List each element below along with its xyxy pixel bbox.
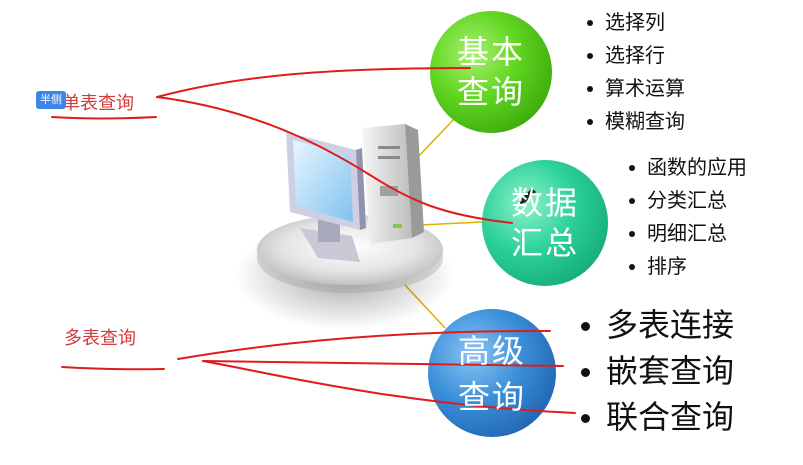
list-item: 联合查询: [578, 394, 734, 440]
basic-query-circle: [430, 11, 552, 133]
data-summary-label-line1: 数据: [510, 184, 579, 222]
list-item: 明细汇总: [627, 217, 747, 250]
basic-query-label: 基本 查询: [441, 32, 541, 112]
basic-query-label-line1: 基本: [456, 33, 525, 71]
single-table-query-annotation: 单表查询: [62, 93, 134, 114]
list-item: 分类汇总: [627, 184, 747, 217]
list-item: 选择列: [585, 6, 685, 39]
advanced-query-list: 多表连接 嵌套查询 联合查询: [578, 302, 734, 440]
multi-table-query-annotation: 多表查询: [64, 328, 136, 349]
list-item: 多表连接: [578, 302, 734, 348]
computer-icon: [235, 124, 455, 330]
ink-annotations: [51, 67, 576, 414]
tag-badge: 半侧: [36, 91, 66, 109]
list-item: 算术运算: [585, 72, 685, 105]
advanced-query-label-line1: 高级: [457, 332, 526, 370]
pen-cursor-icon: [518, 188, 536, 205]
data-summary-list: 函数的应用 分类汇总 明细汇总 排序: [627, 151, 747, 283]
basic-query-label-line2: 查询: [456, 73, 525, 111]
list-item: 选择行: [585, 39, 685, 72]
basic-query-list: 选择列 选择行 算术运算 模糊查询: [585, 6, 685, 138]
list-item: 嵌套查询: [578, 348, 734, 394]
node-circles: [428, 11, 608, 437]
list-item: 排序: [627, 250, 747, 283]
data-summary-circle: [482, 160, 608, 286]
advanced-query-label-line2: 查询: [457, 378, 526, 416]
data-summary-label-line2: 汇总: [510, 224, 579, 262]
data-summary-label: 数据 汇总: [495, 183, 595, 263]
list-item: 函数的应用: [627, 151, 747, 184]
list-item: 模糊查询: [585, 105, 685, 138]
advanced-query-label: 高级 查询: [442, 328, 542, 420]
